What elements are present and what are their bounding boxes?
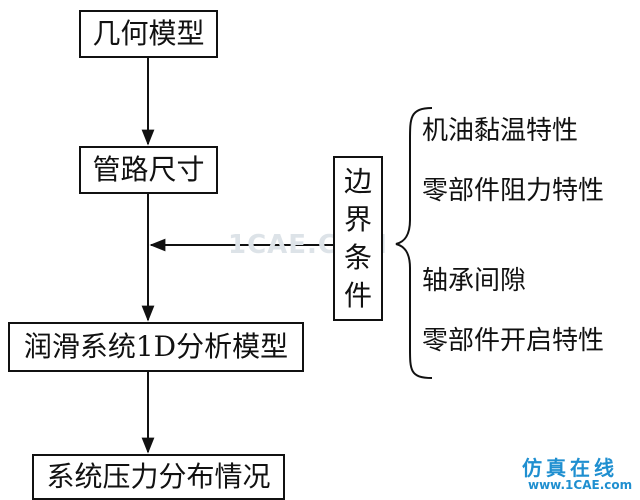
- logo-title: 仿真在线: [522, 456, 618, 480]
- logo-url: www.1CAE.com: [528, 478, 633, 492]
- boundary-char: 件: [343, 278, 372, 312]
- boundary-item-component-opening: 零部件开启特性: [422, 326, 605, 356]
- boundary-char: 条: [343, 240, 372, 274]
- boundary-item-component-resistance: 零部件阻力特性: [422, 176, 605, 206]
- boundary-conditions-box: 边 界 条 件: [333, 156, 383, 321]
- pressure-distribution-box: 系统压力分布情况: [32, 454, 285, 500]
- boundary-char: 边: [343, 164, 372, 198]
- boundary-item-oil-viscosity: 机油黏温特性: [422, 116, 579, 146]
- boundary-char: 界: [343, 202, 372, 236]
- lubrication-1d-model-box: 润滑系统1D分析模型: [8, 322, 304, 372]
- pipe-size-box: 管路尺寸: [79, 146, 218, 194]
- curly-brace: [395, 107, 433, 379]
- geometry-model-box: 几何模型: [79, 10, 218, 58]
- boundary-item-bearing-clearance: 轴承间隙: [422, 266, 527, 296]
